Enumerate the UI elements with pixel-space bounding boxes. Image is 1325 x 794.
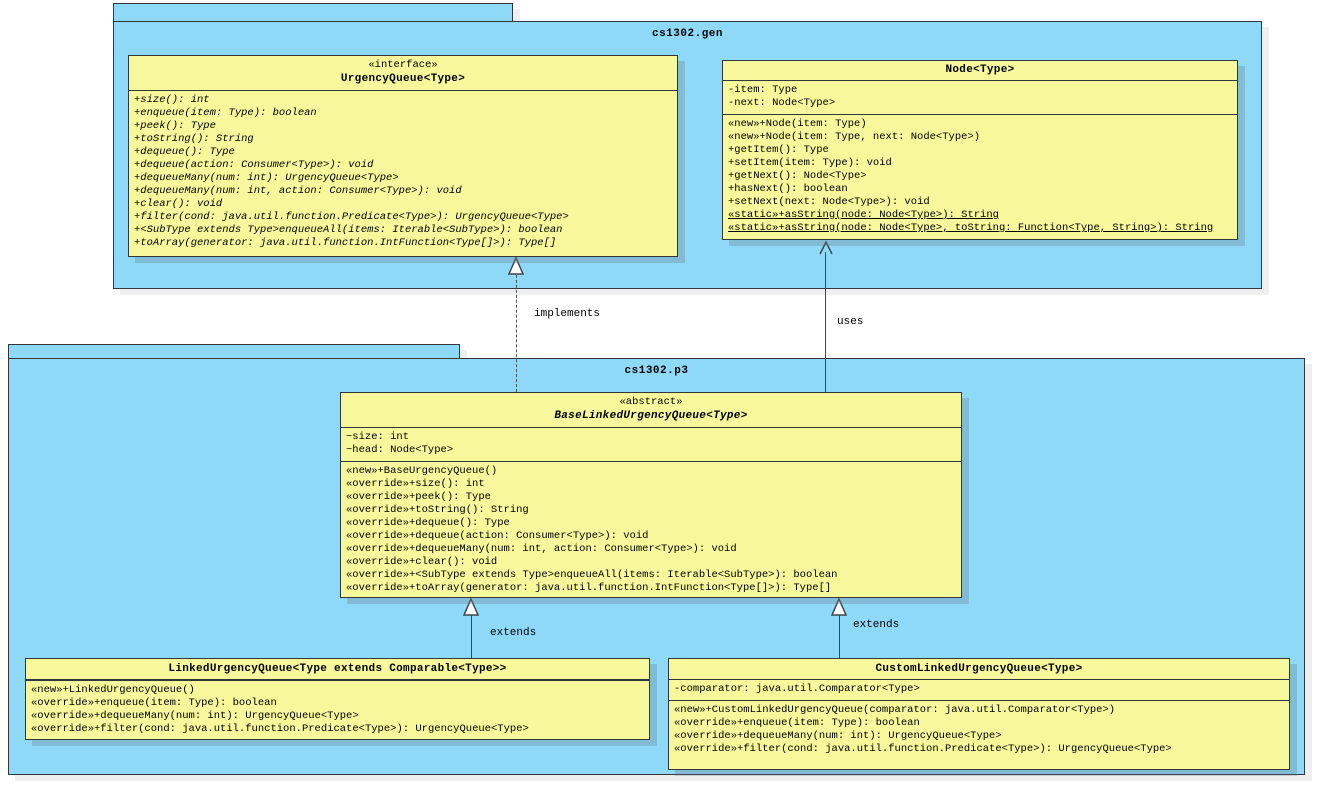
method-line: +dequeue(): Type (134, 146, 235, 158)
method-line: +<SubType extends Type>enqueueAll(items:… (134, 224, 563, 236)
field-line: -comparator: java.util.Comparator<Type> (674, 683, 920, 695)
class-base-header: «abstract» BaseLinkedUrgencyQueue<Type> (341, 393, 961, 428)
method-line: +enqueue(item: Type): boolean (134, 107, 317, 119)
package-gen-title: cs1302.gen (651, 28, 723, 40)
field-line: ~head: Node<Type> (346, 444, 454, 456)
method-line: «override»+dequeue(action: Consumer<Type… (346, 530, 649, 542)
extends-right-relation-line (839, 614, 840, 658)
method-line: «override»+<SubType extends Type>enqueue… (346, 569, 838, 581)
node-methods: «new»+Node(item: Type)«new»+Node(item: T… (723, 115, 1237, 239)
hollow-triangle-arrowhead-extends-right (830, 597, 848, 616)
method-line: «override»+toString(): String (346, 504, 529, 516)
method-line: «override»+enqueue(item: Type): boolean (31, 697, 277, 709)
hollow-triangle-arrowhead-implements (507, 256, 525, 275)
method-line: «new»+BaseUrgencyQueue() (346, 465, 498, 477)
package-p3-tab (8, 344, 460, 359)
extends-left-relation-line (471, 614, 472, 658)
method-line: «override»+filter(cond: java.util.functi… (674, 743, 1172, 755)
stereotype-abstract: «abstract» (619, 396, 683, 408)
linked-empty-fields (26, 680, 649, 681)
method-line: +filter(cond: java.util.function.Predica… (134, 211, 569, 223)
hollow-triangle-arrowhead-extends-left (462, 597, 480, 616)
method-line: +size(): int (134, 94, 210, 106)
method-line: +peek(): Type (134, 120, 216, 132)
node-static-methods: «static»+asString(node: Node<Type>): Str… (728, 209, 1232, 235)
linked-methods: «new»+LinkedUrgencyQueue()«override»+enq… (26, 681, 649, 740)
static-method-line: «static»+asString(node: Node<Type>): Str… (728, 209, 999, 221)
method-line: +clear(): void (134, 198, 223, 210)
method-line: «new»+LinkedUrgencyQueue() (31, 684, 195, 696)
method-line: «override»+size(): int (346, 478, 485, 490)
class-node-title: Node<Type> (945, 64, 1015, 76)
base-fields: ~size: int~head: Node<Type> (341, 428, 961, 462)
custom-methods: «new»+CustomLinkedUrgencyQueue(comparato… (669, 701, 1289, 769)
package-p3-title: cs1302.p3 (624, 365, 689, 377)
base-methods: «new»+BaseUrgencyQueue()«override»+size(… (341, 462, 961, 599)
urgency-queue-methods: +size(): int+enqueue(item: Type): boolea… (129, 91, 677, 256)
method-line: +dequeue(action: Consumer<Type>): void (134, 159, 374, 171)
package-gen-tab (113, 3, 513, 22)
stereotype-interface: «interface» (368, 59, 438, 71)
method-line: «override»+filter(cond: java.util.functi… (31, 723, 529, 735)
method-line: «new»+Node(item: Type, next: Node<Type>) (728, 131, 981, 143)
method-line: «override»+dequeueMany(num: int): Urgenc… (674, 730, 1002, 742)
method-line: «override»+dequeue(): Type (346, 517, 510, 529)
method-line: +toString(): String (134, 133, 254, 145)
custom-fields: -comparator: java.util.Comparator<Type> (669, 680, 1289, 701)
class-linked-header: LinkedUrgencyQueue<Type extends Comparab… (26, 659, 649, 680)
class-urgency-queue-title: UrgencyQueue<Type> (340, 73, 466, 85)
method-line: +getNext(): Node<Type> (728, 170, 867, 182)
method-line: «override»+enqueue(item: Type): boolean (674, 717, 920, 729)
class-node-header: Node<Type> (723, 61, 1237, 81)
uses-relation-line (825, 252, 826, 392)
method-line: «override»+peek(): Type (346, 491, 491, 503)
class-linked-title: LinkedUrgencyQueue<Type extends Comparab… (168, 663, 507, 675)
method-line: +setNext(next: Node<Type>): void (728, 196, 930, 208)
extends-left-label: extends (490, 627, 537, 639)
method-line: +dequeueMany(num: int): UrgencyQueue<Typ… (134, 172, 399, 184)
class-node: Node<Type> -item: Type-next: Node<Type> … (722, 60, 1238, 240)
method-line: «override»+dequeueMany(num: int): Urgenc… (31, 710, 359, 722)
field-line: -next: Node<Type> (728, 97, 836, 109)
static-method-line: «static»+asString(node: Node<Type>, toSt… (728, 222, 1214, 234)
class-custom-linked-urgency-queue: CustomLinkedUrgencyQueue<Type> -comparat… (668, 658, 1290, 770)
method-line: +getItem(): Type (728, 144, 829, 156)
extends-right-label: extends (853, 619, 900, 631)
method-line: «override»+toArray(generator: java.util.… (346, 582, 832, 594)
class-base-title: BaseLinkedUrgencyQueue<Type> (554, 410, 748, 422)
class-urgency-queue: «interface» UrgencyQueue<Type> +size(): … (128, 55, 678, 257)
open-arrowhead-uses (818, 240, 834, 258)
method-line: «override»+dequeueMany(num: int, action:… (346, 543, 737, 555)
method-line: «new»+CustomLinkedUrgencyQueue(comparato… (674, 704, 1116, 716)
class-custom-title: CustomLinkedUrgencyQueue<Type> (875, 663, 1083, 675)
method-line: +setItem(item: Type): void (728, 157, 892, 169)
class-base-linked-urgency-queue: «abstract» BaseLinkedUrgencyQueue<Type> … (340, 392, 962, 598)
implements-label: implements (534, 308, 601, 320)
node-fields: -item: Type-next: Node<Type> (723, 81, 1237, 115)
method-line: +hasNext(): boolean (728, 183, 848, 195)
class-linked-urgency-queue: LinkedUrgencyQueue<Type extends Comparab… (25, 658, 650, 740)
method-line: «override»+clear(): void (346, 556, 498, 568)
field-line: ~size: int (346, 431, 410, 443)
method-line: +toArray(generator: java.util.function.I… (134, 237, 557, 249)
method-line: +dequeueMany(num: int, action: Consumer<… (134, 185, 462, 197)
class-urgency-queue-header: «interface» UrgencyQueue<Type> (129, 56, 677, 91)
class-custom-header: CustomLinkedUrgencyQueue<Type> (669, 659, 1289, 680)
method-line: «new»+Node(item: Type) (728, 118, 867, 130)
uses-label: uses (837, 316, 864, 328)
field-line: -item: Type (728, 84, 798, 96)
implements-relation-line (516, 275, 517, 392)
